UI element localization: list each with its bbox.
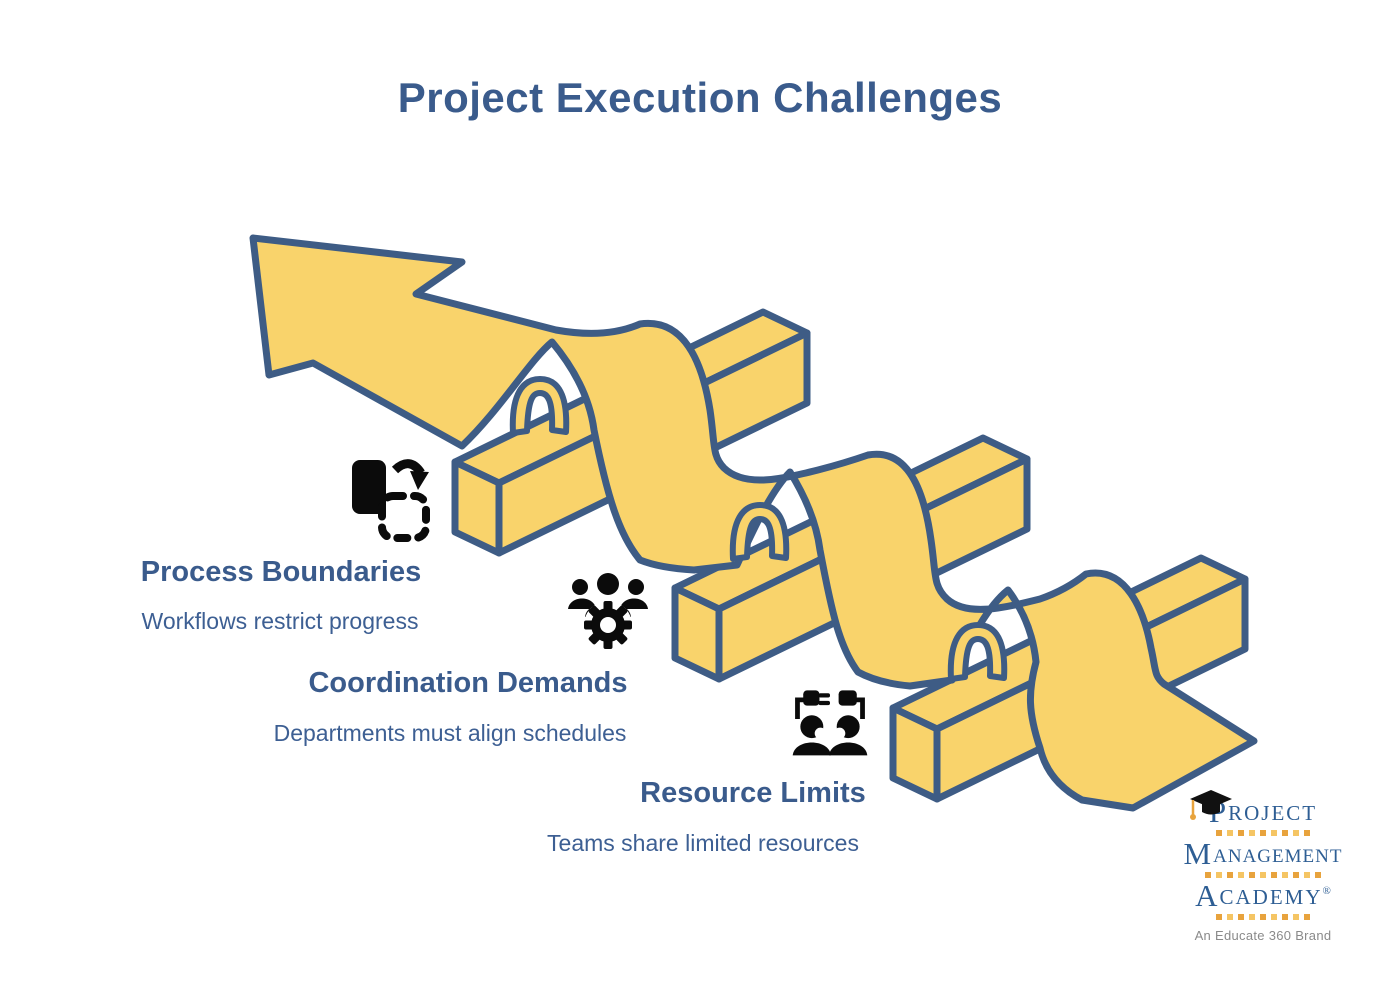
logo-gold-squares-row [1158,830,1368,836]
logo-gold-squares-row [1158,914,1368,920]
challenge-description-1: Workflows restrict progress [141,608,419,634]
pma-logo: PROJECT MANAGEMENT ACADEMY® An Educate 3… [1158,790,1368,943]
logo-word-management: M [1183,836,1214,871]
page-title: Project Execution Challenges [397,74,1003,121]
graduation-cap-icon [1190,790,1232,820]
logo-word-academy: A [1195,878,1220,913]
shared-plug-icon [786,682,874,758]
team-gear-icon [568,572,648,654]
challenge-description-2: Departments must align schedules [273,720,627,746]
registered-trademark: ® [1322,885,1331,897]
logo-tagline: An Educate 360 Brand [1194,928,1332,943]
challenge-title-2: Coordination Demands [308,667,628,699]
device-rotate-icon [350,452,430,542]
logo-gold-squares-row [1158,872,1368,878]
challenge-description-3: Teams share limited resources [547,830,859,856]
challenge-title-1: Process Boundaries [140,556,422,588]
challenge-title-3: Resource Limits [640,777,866,809]
